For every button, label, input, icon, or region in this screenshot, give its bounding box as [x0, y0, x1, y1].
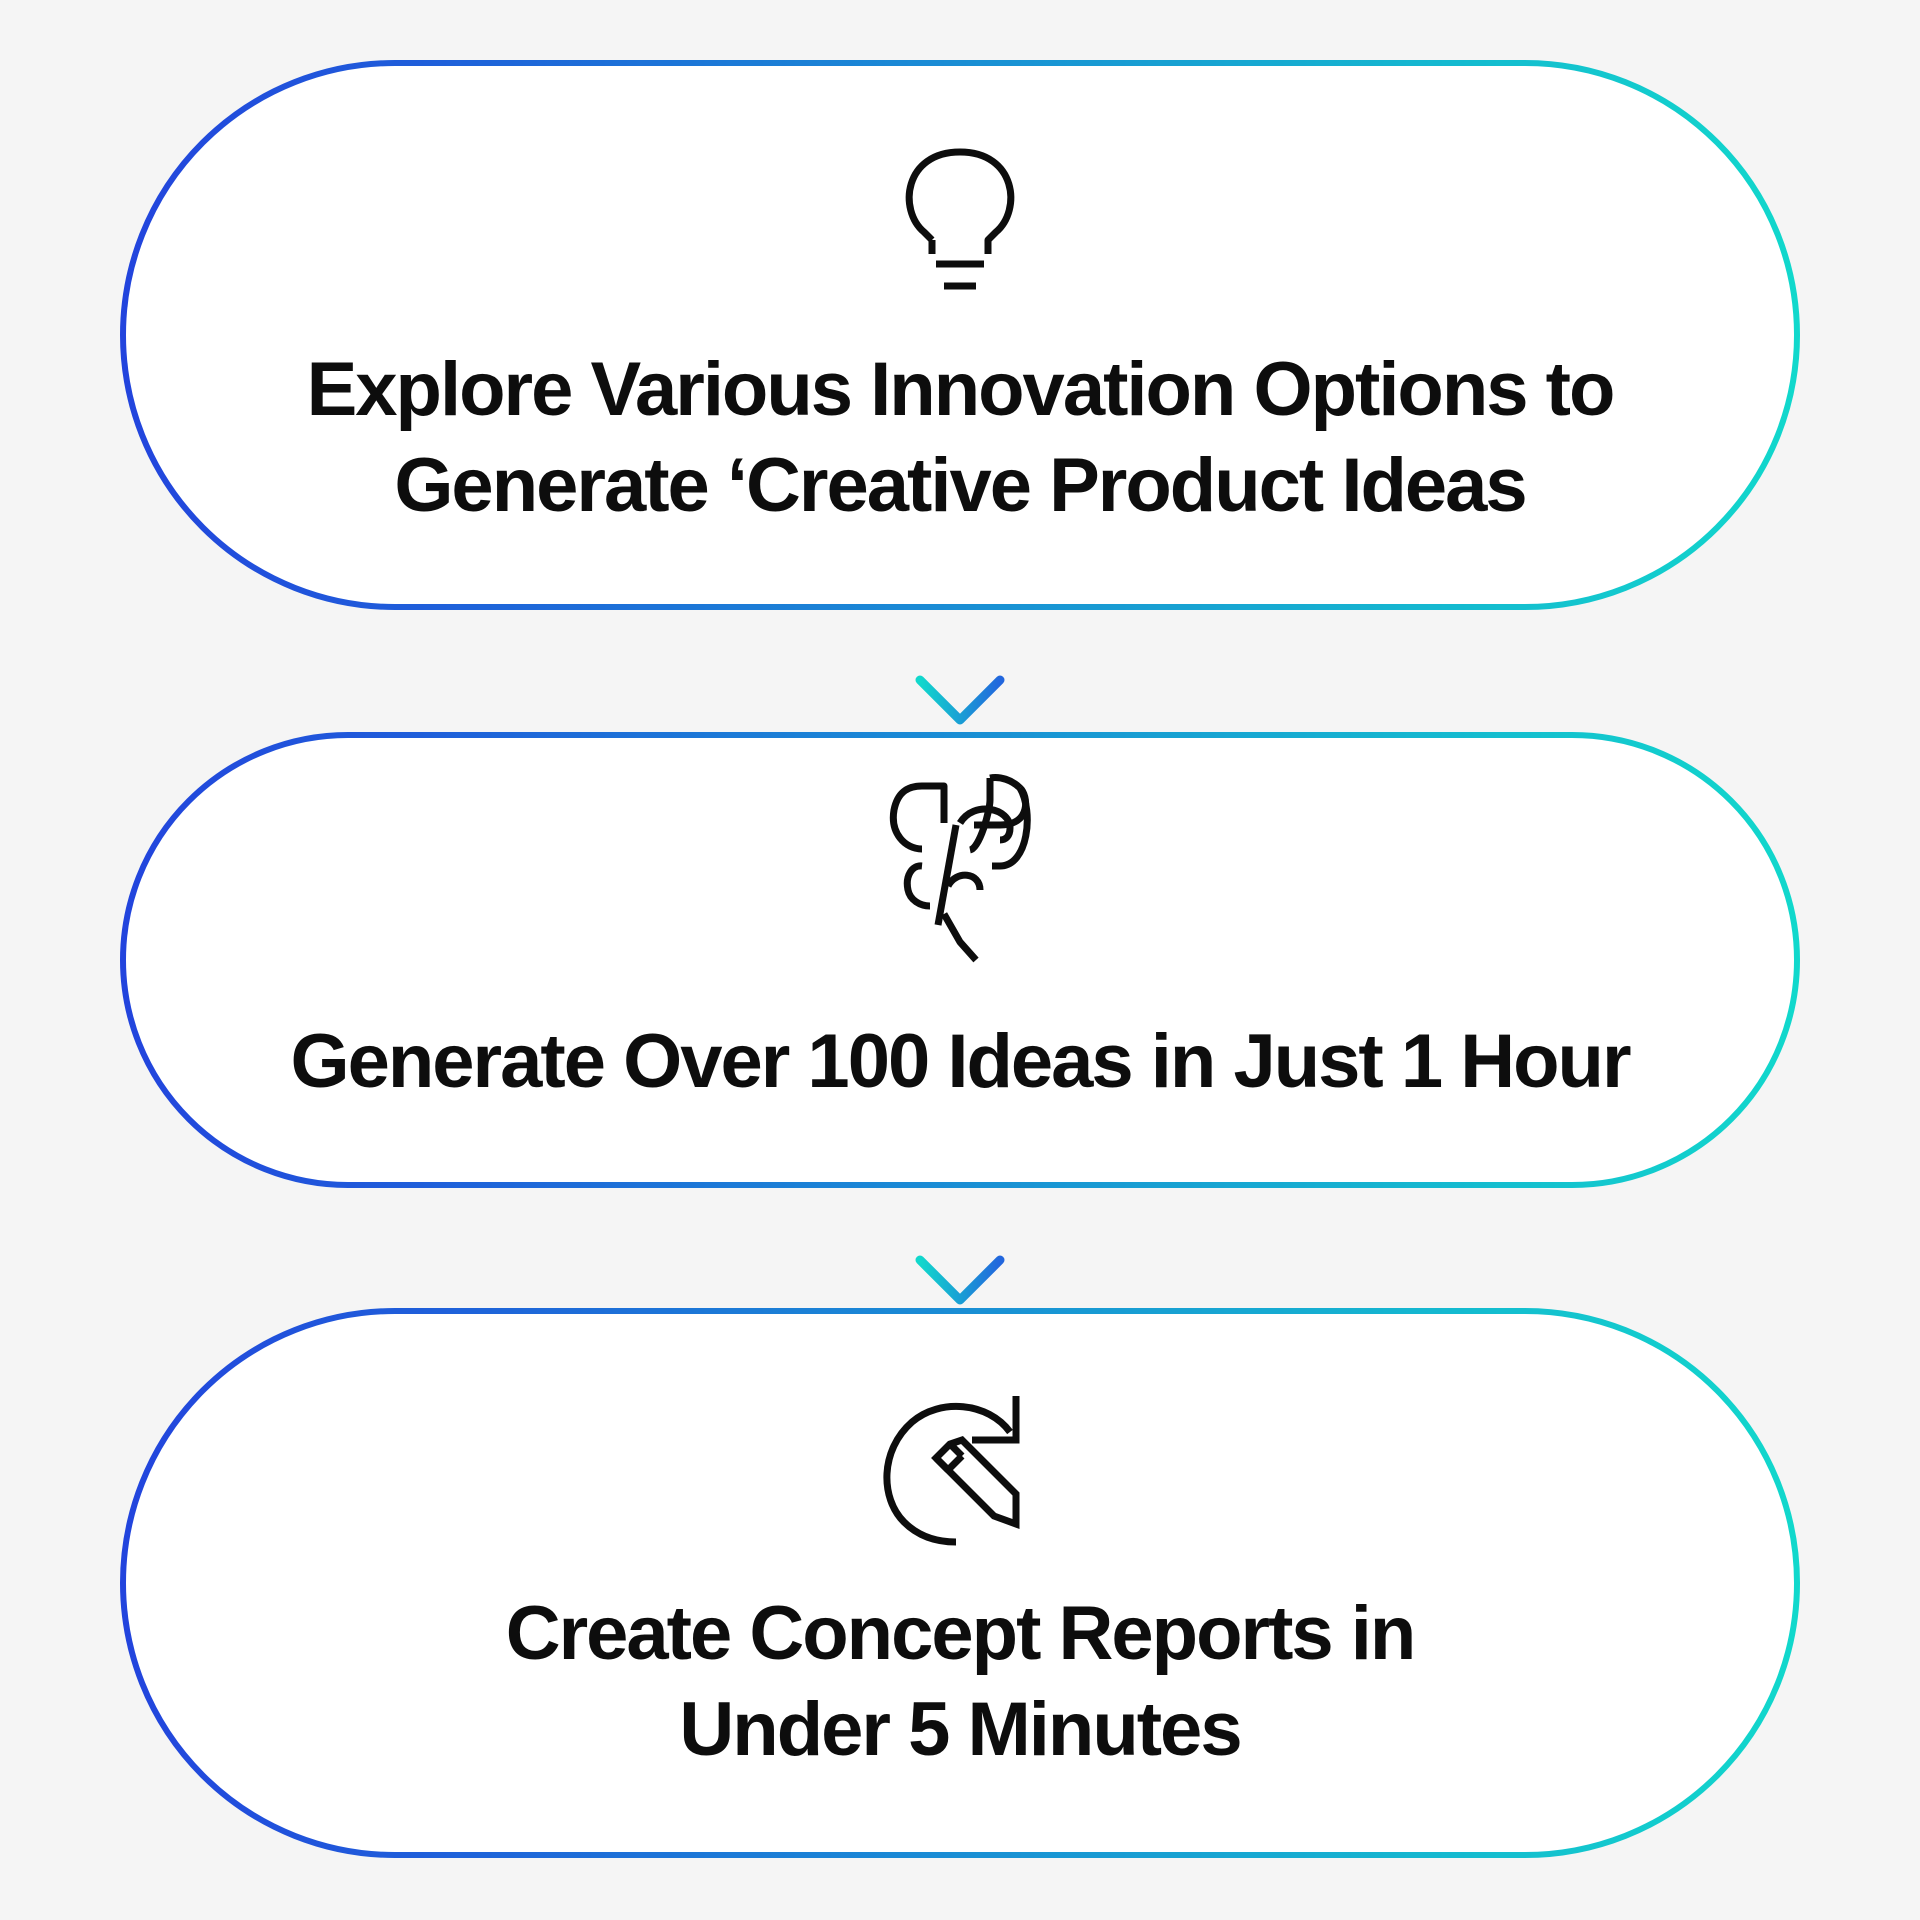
step-2-pill [120, 732, 1800, 1188]
step-3-pill [120, 1308, 1800, 1858]
brain-icon [889, 774, 1031, 963]
pencil-refresh-icon [883, 1396, 1020, 1546]
step-3-line-2: Under 5 Minutes [679, 1687, 1242, 1772]
step-2-title: Generate Over 100 Ideas in Just 1 Hour [200, 1014, 1720, 1110]
arrow-down-icon [915, 604, 1005, 725]
step-3-title: Create Concept Reports in Under 5 Minute… [200, 1586, 1720, 1778]
step-1-line-1: Explore Various Innovation Options to [306, 347, 1616, 432]
step-2-line-1: Generate Over 100 Ideas in Just 1 Hour [290, 1019, 1631, 1104]
step-1-line-2: Generate ‘Creative Product Ideas [394, 443, 1527, 528]
arrow-down-icon [915, 1182, 1005, 1305]
step-3-line-1: Create Concept Reports in [505, 1591, 1417, 1676]
step-1-title: Explore Various Innovation Options to Ge… [200, 342, 1720, 534]
lightbulb-icon [905, 148, 1015, 290]
